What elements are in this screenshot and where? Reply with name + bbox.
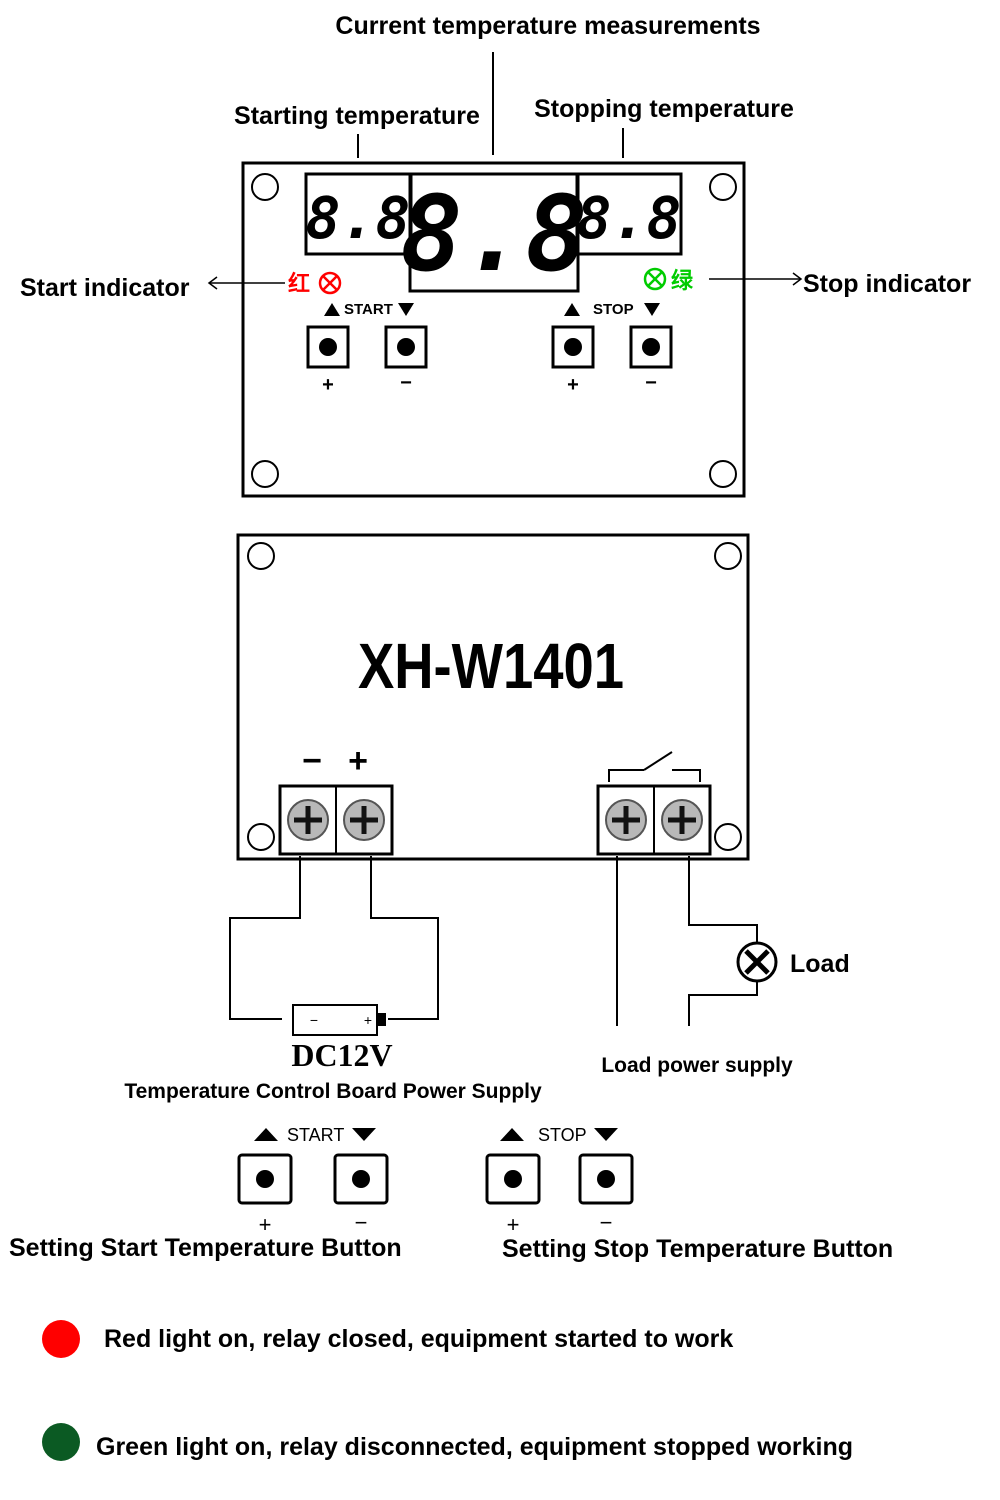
board-start-label: START [344, 301, 393, 318]
board-stop-plus-button[interactable] [551, 325, 595, 369]
terminal-board [236, 533, 750, 861]
mount-hole-2-top-left [247, 542, 275, 570]
board-start-minus-button[interactable] [384, 325, 428, 369]
load-wiring [616, 856, 758, 1026]
stop-temp-digits: 8.8 [577, 184, 682, 252]
load-power-supply-label: Load power supply [601, 1054, 793, 1077]
battery-minus-sign: − [310, 1012, 318, 1028]
legend-start-label: START [287, 1125, 344, 1145]
stop-up-arrow-icon [564, 303, 580, 316]
board-stop-label: STOP [593, 301, 634, 318]
mount-hole-top-left [251, 173, 279, 201]
green-light-icon [42, 1423, 80, 1461]
setting-start-button-label: Setting Start Temperature Button [9, 1234, 402, 1262]
stop-indicator-label: Stop indicator [803, 270, 971, 298]
mount-hole-2-top-right [714, 542, 742, 570]
legend-start-up-arrow-icon [254, 1128, 278, 1141]
green-light-legend-text: Green light on, relay disconnected, equi… [96, 1433, 853, 1461]
board-model: XH-W1401 [358, 630, 624, 702]
red-char: 红 [288, 271, 310, 297]
legend-start-plus-button[interactable] [237, 1153, 293, 1205]
stop-indicator-arrow [709, 272, 803, 286]
legend-stop-minus-sign: − [600, 1210, 613, 1235]
current-temp-digits: 8.8 [400, 173, 588, 295]
stopping-temp-label: Stopping temperature [534, 95, 794, 123]
load-label: Load [790, 950, 850, 978]
legend-start-down-arrow-icon [352, 1128, 376, 1141]
legend-stop-label: STOP [538, 1125, 587, 1145]
start-down-arrow-icon [398, 303, 414, 316]
power-plus-screw-icon [343, 799, 385, 841]
legend-stop-plus-button[interactable] [485, 1153, 541, 1205]
display-board [241, 161, 746, 498]
mount-hole-2-bottom-left [247, 823, 275, 851]
green-indicator-icon [643, 267, 667, 291]
board-stop-plus-sign: + [567, 374, 579, 396]
relay-right-screw-icon [661, 799, 703, 841]
legend-start-plus-sign: + [259, 1212, 272, 1237]
green-char: 绿 [671, 268, 694, 294]
mount-hole-bottom-left [251, 460, 279, 488]
board-stop-minus-button[interactable] [629, 325, 673, 369]
mount-hole-2-bottom-right [714, 823, 742, 851]
battery-plus-sign: + [364, 1012, 372, 1028]
legend-stop-up-arrow-icon [500, 1128, 524, 1141]
relay-switch-icon [608, 751, 701, 782]
power-minus-screw-icon [287, 799, 329, 841]
legend-stop-minus-button[interactable] [578, 1153, 634, 1205]
start-up-arrow-icon [324, 303, 340, 316]
legend-stop-plus-sign: + [507, 1212, 520, 1237]
relay-left-screw-icon [605, 799, 647, 841]
terminal-minus-sign: − [302, 742, 322, 780]
board-start-minus-sign: − [400, 372, 412, 394]
board-start-plus-button[interactable] [306, 325, 350, 369]
mount-hole-bottom-right [709, 460, 737, 488]
red-indicator-icon [318, 271, 342, 295]
battery-icon [292, 1004, 386, 1036]
start-temp-digits: 8.8 [306, 184, 411, 252]
red-light-icon [42, 1320, 80, 1358]
starting-temp-label: Starting temperature [234, 102, 480, 130]
mount-hole-top-right [709, 173, 737, 201]
red-light-legend-text: Red light on, relay closed, equipment st… [104, 1325, 733, 1353]
legend-stop-down-arrow-icon [594, 1128, 618, 1141]
dc-voltage-label: DC12V [291, 1037, 392, 1073]
board-stop-minus-sign: − [645, 372, 657, 394]
current-temp-label: Current temperature measurements [335, 12, 760, 40]
legend-start-minus-button[interactable] [333, 1153, 389, 1205]
power-wiring [229, 856, 439, 1020]
stop-down-arrow-icon [644, 303, 660, 316]
legend-start-minus-sign: − [355, 1210, 368, 1235]
board-power-supply-label: Temperature Control Board Power Supply [124, 1080, 542, 1103]
board-start-plus-sign: + [322, 374, 334, 396]
start-indicator-arrow [207, 276, 285, 290]
terminal-plus-sign: + [348, 742, 368, 780]
setting-stop-button-label: Setting Stop Temperature Button [502, 1235, 893, 1263]
start-indicator-label: Start indicator [20, 274, 190, 302]
load-lamp-icon [736, 941, 778, 983]
stop-temp-display [575, 172, 683, 256]
